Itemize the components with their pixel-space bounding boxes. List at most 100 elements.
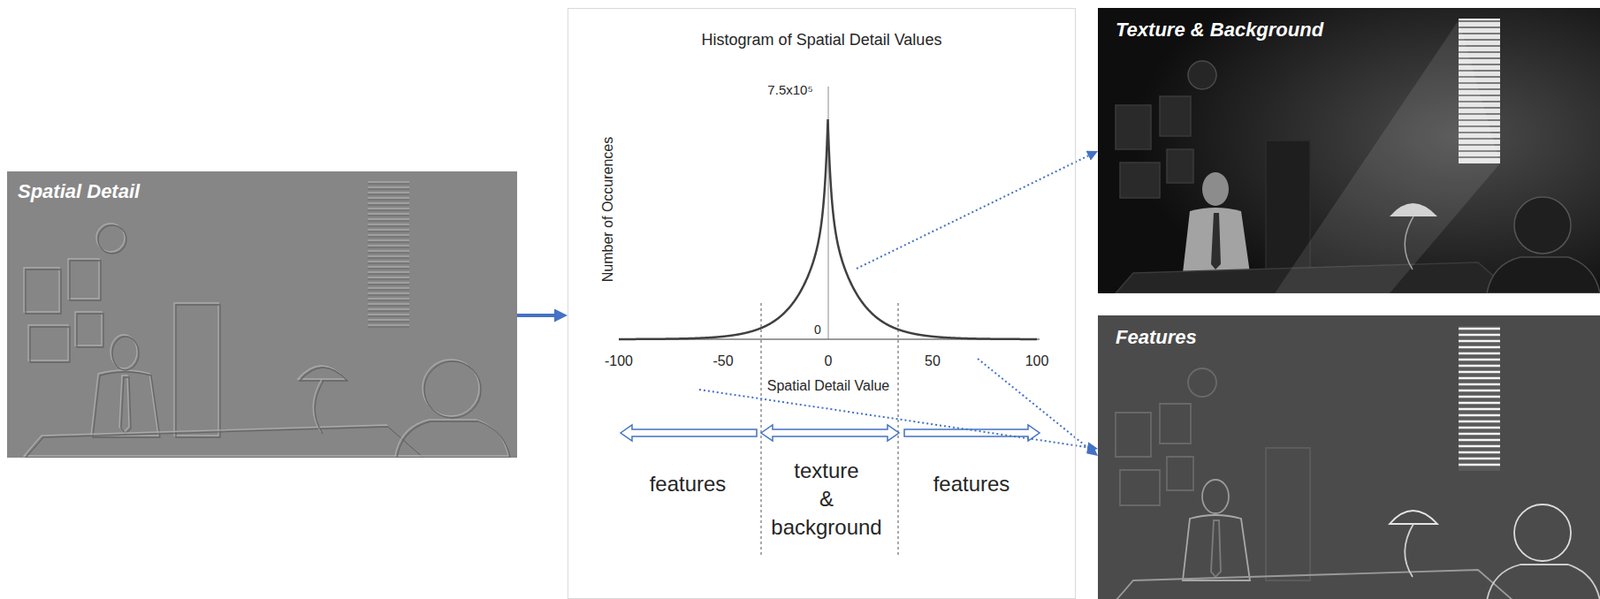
blind-slat — [367, 204, 410, 206]
scene-edge — [68, 259, 100, 299]
scene-edge — [299, 367, 348, 381]
scene-shape — [1182, 515, 1250, 581]
blind-slat — [1458, 334, 1501, 337]
flow-arrow — [517, 313, 555, 318]
scene-shape — [1188, 60, 1217, 90]
scene-edge — [25, 426, 424, 458]
blind-slat — [1458, 414, 1501, 418]
scene-shape — [1389, 510, 1438, 525]
blind-slat — [367, 250, 410, 252]
blind-slat — [367, 234, 410, 236]
photo-illustration — [1097, 7, 1600, 294]
blind-slat — [367, 289, 410, 290]
scene-shape — [1202, 172, 1229, 206]
axis-title: Spatial Detail Value — [767, 377, 890, 395]
blind-slat — [367, 251, 410, 253]
blind-slat — [1458, 426, 1501, 430]
scene-shape — [1115, 570, 1514, 599]
blind-slat — [1458, 445, 1501, 449]
axis-title: Number of Occurences — [599, 137, 617, 283]
image-panel: Spatial Detail — [7, 171, 518, 458]
blind-slat — [367, 271, 410, 273]
blind-slat — [1458, 389, 1501, 393]
tick-label: 100 — [1025, 352, 1050, 370]
scene-shape — [1182, 207, 1250, 274]
blind-slat — [1458, 327, 1501, 331]
blind-slat — [367, 287, 410, 289]
blind-slat — [1458, 451, 1501, 455]
blind-slat — [367, 239, 410, 241]
scene-shape — [1188, 368, 1217, 397]
range-label: texture & background — [764, 457, 889, 542]
scene-edge — [91, 370, 159, 436]
range-arrow — [761, 425, 900, 442]
blind-slat — [1458, 439, 1501, 442]
blind-slat — [367, 241, 410, 243]
blind-slat — [367, 207, 410, 209]
scene-shape — [1115, 412, 1151, 458]
window — [1458, 326, 1501, 472]
threshold-line — [898, 303, 900, 558]
blind-slat — [1458, 365, 1501, 368]
blind-slat — [1458, 371, 1501, 374]
scene-edge — [175, 304, 221, 438]
blind-slat — [367, 181, 410, 183]
blind-slat — [367, 236, 410, 237]
blind-slat — [367, 188, 410, 190]
scene-edge — [112, 336, 139, 371]
photo-ground — [7, 171, 518, 458]
scene-shape — [1166, 149, 1194, 183]
scene-shape — [1211, 520, 1221, 578]
blind-slat — [1458, 408, 1501, 412]
blind-slat — [367, 281, 410, 283]
blind-slat — [367, 313, 410, 315]
blind-slat — [367, 326, 410, 328]
blind-slat — [1458, 383, 1501, 387]
blind-slat — [367, 319, 410, 320]
blind-slat — [1458, 346, 1501, 350]
blind-slat — [1458, 402, 1501, 405]
blind-slat — [367, 257, 410, 259]
blind-slat — [367, 292, 410, 294]
scene-edge — [23, 267, 60, 313]
scene-shape — [1202, 480, 1229, 514]
blind-slat — [367, 308, 410, 310]
scene-edge — [174, 303, 219, 436]
blind-slat — [367, 214, 410, 216]
blind-slat — [1458, 396, 1501, 399]
blind-slat — [367, 267, 410, 269]
blind-slat — [1458, 38, 1501, 41]
blind-slat — [1458, 26, 1501, 29]
blind-slat — [367, 209, 410, 211]
photo-illustration — [1097, 315, 1600, 599]
blind-slat — [367, 202, 410, 204]
blind-slat — [367, 191, 410, 193]
blind-slat — [367, 182, 410, 184]
scene-shape — [1115, 105, 1151, 150]
scene-edge — [98, 225, 127, 254]
blind-slat — [367, 278, 410, 280]
scene-shape — [1265, 448, 1311, 581]
blind-slat — [367, 230, 410, 232]
scene-edge — [28, 325, 69, 361]
blind-slat — [367, 228, 410, 230]
scene-edge — [25, 269, 61, 314]
blind-slat — [367, 273, 410, 275]
image-title: Features — [1115, 326, 1197, 350]
scene-edge — [76, 313, 104, 348]
scene-edge — [314, 380, 324, 435]
scene-shape — [1211, 213, 1221, 270]
blind-slat — [367, 223, 410, 225]
blind-slat — [1458, 464, 1501, 467]
blind-slat — [367, 246, 410, 248]
tick-label: 50 — [924, 352, 941, 370]
scene-shape — [1486, 564, 1600, 599]
blind-slat — [367, 303, 410, 305]
blind-slat — [1458, 377, 1501, 381]
scene-edge — [23, 425, 422, 457]
blind-slat — [1458, 32, 1501, 35]
blind-slat — [367, 225, 410, 227]
blind-slat — [367, 262, 410, 264]
tick-label: 0 — [824, 352, 833, 370]
scene-shape — [1514, 197, 1571, 254]
